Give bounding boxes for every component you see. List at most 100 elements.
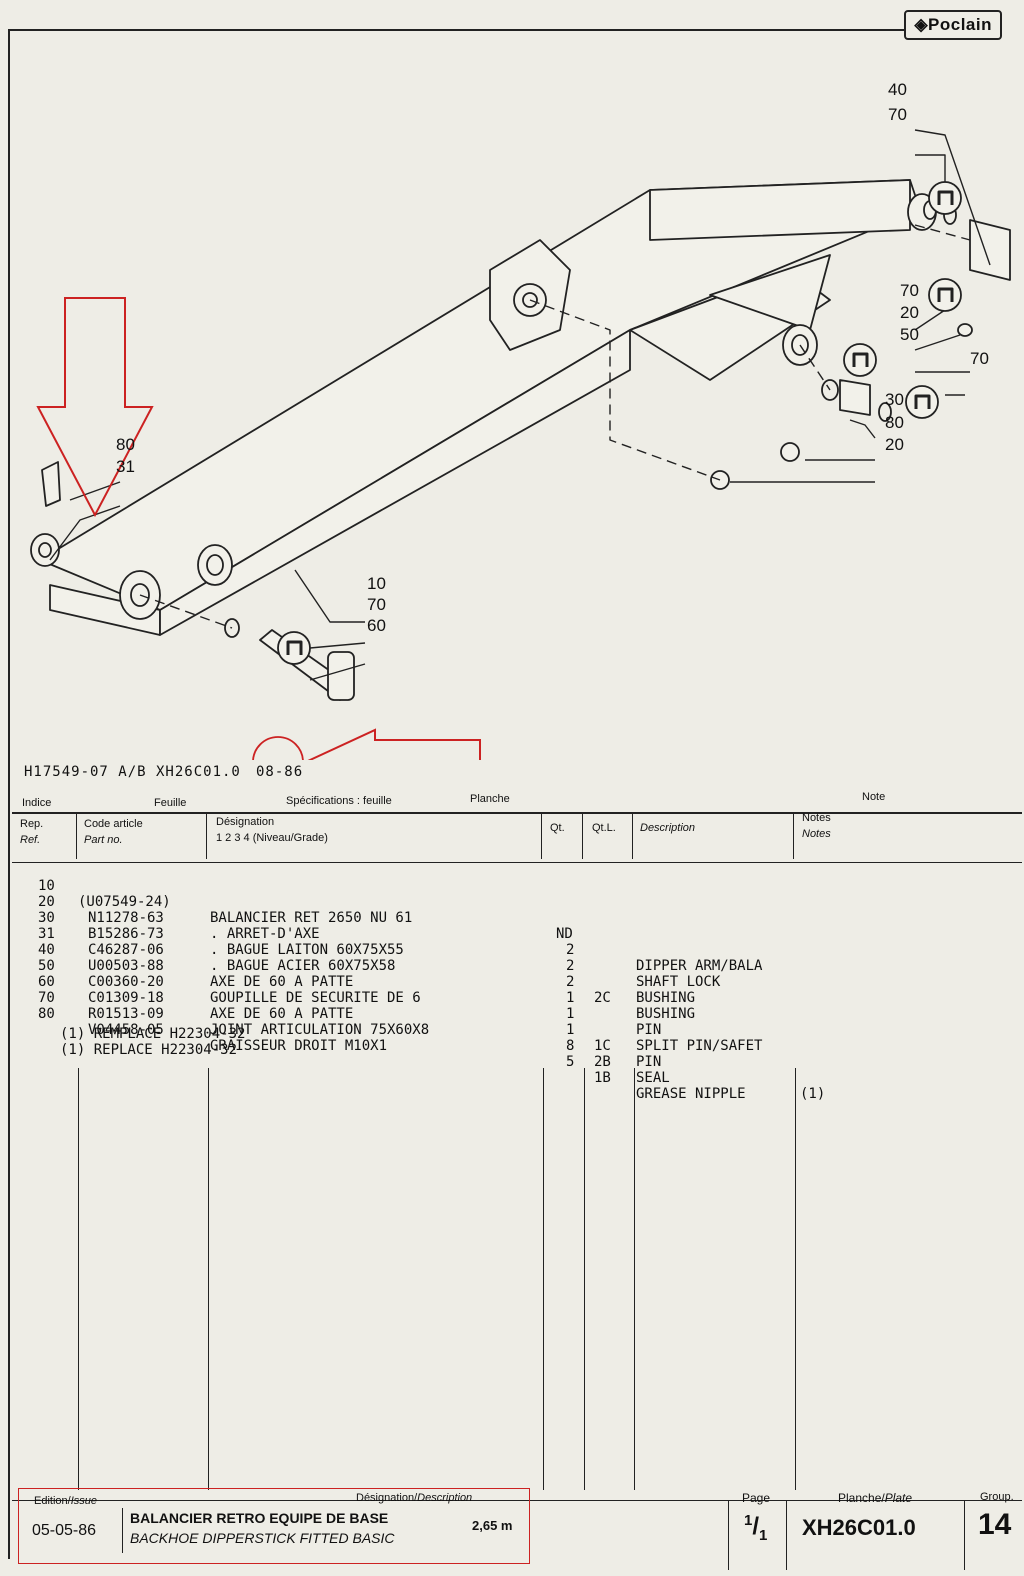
parts-table-header xyxy=(12,812,1022,863)
plate-label: Planche/Plate xyxy=(838,1491,913,1505)
exploded-parts-drawing: 40 70 70 20 50 70 30 80 20 80 31 10 70 6… xyxy=(30,80,1011,760)
table-row: 31 C46287-06 . BAGUE ACIER 60X75X58 2 2C… xyxy=(0,910,695,1054)
divider xyxy=(634,1068,635,1490)
footnote-fr: (1) REMPLACE H22304-32 xyxy=(60,1026,246,1042)
col-designation: Désignation xyxy=(216,816,275,828)
drawing-date: 08-86 xyxy=(256,764,304,780)
designation-label: Désignation/Description xyxy=(356,1492,473,1504)
specifications-label: Spécifications : feuille xyxy=(286,795,392,807)
divider xyxy=(795,1068,796,1490)
callout-30: 30 xyxy=(885,390,904,409)
notes: (1) xyxy=(800,1086,826,1102)
logo-text: Poclain xyxy=(928,15,992,34)
table-row: 80 V04458-05 GRAISSEUR DROIT M10X1 5 1B … xyxy=(0,990,746,1134)
qtl: 2C xyxy=(594,990,611,1006)
callout-70-b: 70 xyxy=(900,281,919,300)
page-label: Page xyxy=(742,1491,771,1505)
drawing-reference: H17549-07 A/B XH26C01.0 xyxy=(24,764,241,780)
code: B15286-73 xyxy=(88,926,164,942)
qt: 2 xyxy=(566,974,575,990)
edition-label: Edition/Issue xyxy=(34,1495,97,1507)
col-notes-en: Notes xyxy=(802,828,831,840)
title-fr: BALANCIER RETRO EQUIPE DE BASE xyxy=(130,1510,389,1526)
col-rep: Rep. xyxy=(20,818,44,830)
qt: 1 xyxy=(566,1022,575,1038)
callout-80-b: 80 xyxy=(116,435,135,454)
table-row: 10 (U07549-24) BALANCIER RET 2650 NU 61 … xyxy=(0,862,762,1006)
qtl: 1C xyxy=(594,1038,611,1054)
code: (U07549-24) xyxy=(78,894,171,910)
description: BUSHING xyxy=(636,1006,696,1022)
divider xyxy=(541,813,542,859)
col-ref-en: Ref. xyxy=(20,834,41,846)
divider xyxy=(76,813,77,859)
rep: 10 xyxy=(38,878,55,894)
description: SPLIT PIN/SAFET xyxy=(636,1038,763,1054)
col-notes: Notes xyxy=(802,812,831,824)
callout-40: 40 xyxy=(888,80,907,99)
col-code: Code article xyxy=(84,818,143,830)
rep: 80 xyxy=(38,1006,55,1022)
page-frame-top xyxy=(8,29,998,31)
divider xyxy=(206,813,207,859)
callout-labels: 40 70 70 20 50 70 30 80 20 80 31 10 70 6… xyxy=(116,80,989,635)
callout-20-a: 20 xyxy=(900,303,919,322)
callout-70-a: 70 xyxy=(888,105,907,124)
designation: JOINT ARTICULATION 75X60X8 xyxy=(210,1022,430,1038)
designation: GOUPILLE DE SECURITE DE 6 xyxy=(210,990,421,1006)
description: PIN xyxy=(636,1054,662,1070)
divider xyxy=(964,1500,965,1570)
table-row: 30 B15286-73 . BAGUE LAITON 60X75X55 2 B… xyxy=(0,894,695,1038)
footer-rule xyxy=(12,1500,1022,1501)
callout-70-c: 70 xyxy=(970,349,989,368)
code: R01513-09 xyxy=(88,1006,164,1022)
plate-value: XH26C01.0 xyxy=(802,1515,916,1540)
length: 2,65 m xyxy=(472,1518,513,1533)
rep: 31 xyxy=(38,926,55,942)
designation: GRAISSEUR DROIT M10X1 xyxy=(210,1038,388,1054)
description: BUSHING xyxy=(636,990,696,1006)
col-qt: Qt. xyxy=(550,822,565,834)
callout-80-a: 80 xyxy=(885,413,904,432)
table-row: 40 U00503-88 AXE DE 60 A PATTE 1 PIN xyxy=(0,926,661,1070)
code: C01309-18 xyxy=(88,990,164,1006)
qtl: 1B xyxy=(594,1070,611,1086)
rep: 30 xyxy=(38,910,55,926)
col-description: Description xyxy=(640,822,696,834)
designation: AXE DE 60 A PATTE xyxy=(210,974,354,990)
designation: AXE DE 60 A PATTE xyxy=(210,1006,354,1022)
qt: ND xyxy=(556,926,573,942)
table-row: 70 R01513-09 JOINT ARTICULATION 75X60X8 … xyxy=(0,974,825,1118)
rep: 40 xyxy=(38,942,55,958)
title-block-highlight xyxy=(18,1488,530,1564)
code: U00503-88 xyxy=(88,958,164,974)
designation: . BAGUE LAITON 60X75X55 xyxy=(210,942,404,958)
divider xyxy=(793,813,794,859)
callout-60: 60 xyxy=(367,616,386,635)
callout-31: 31 xyxy=(116,457,135,476)
divider xyxy=(632,813,633,859)
rep: 60 xyxy=(38,974,55,990)
callout-70-d: 70 xyxy=(367,595,386,614)
page-fraction: 1/1 xyxy=(744,1512,768,1544)
col-qtl: Qt.L. xyxy=(592,822,616,834)
designation: BALANCIER RET 2650 NU 61 xyxy=(210,910,413,926)
qt: 1 xyxy=(566,990,575,1006)
feuille-label: Feuille xyxy=(154,797,187,809)
group-value: 14 xyxy=(978,1508,1012,1541)
code: C00360-20 xyxy=(88,974,164,990)
table-row: 20 N11278-63 . ARRET-D'AXE 2 SHAFT LOCK xyxy=(0,878,720,1022)
edition-date: 05-05-86 xyxy=(32,1522,97,1539)
table-row: 60 C01309-18 AXE DE 60 A PATTE 1 1C PIN xyxy=(0,958,661,1102)
group-label: Group. xyxy=(980,1491,1014,1503)
callout-20-b: 20 xyxy=(885,435,904,454)
callout-50: 50 xyxy=(900,325,919,344)
code: N11278-63 xyxy=(88,910,164,926)
description: DIPPER ARM/BALA xyxy=(636,958,763,974)
divider xyxy=(582,813,583,859)
divider xyxy=(728,1500,729,1570)
rep: 50 xyxy=(38,958,55,974)
divider xyxy=(543,1068,544,1490)
qt: 1 xyxy=(566,1006,575,1022)
divider xyxy=(786,1500,787,1570)
